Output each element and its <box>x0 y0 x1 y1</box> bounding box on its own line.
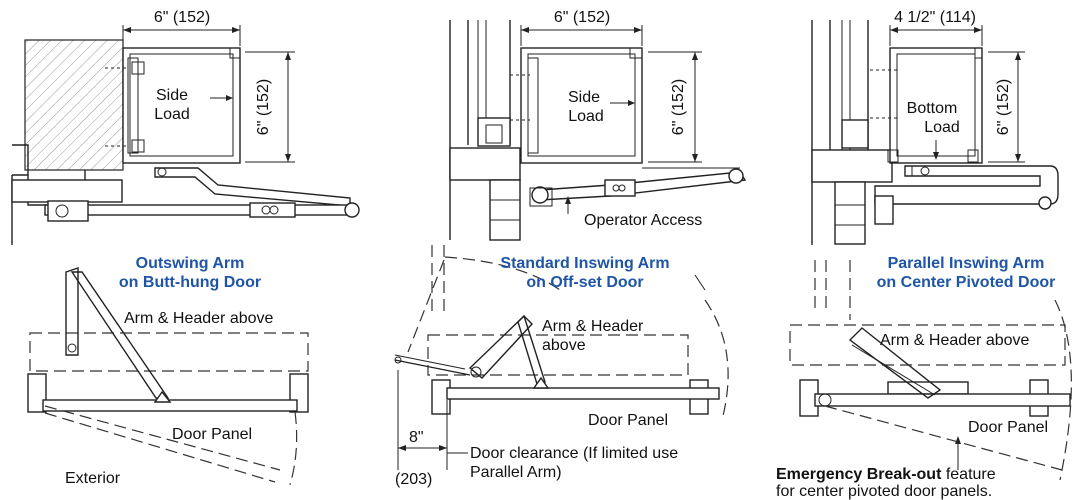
p2-arm-header-line2: above <box>542 337 586 354</box>
p1-door-panel-label: Door Panel <box>172 426 252 443</box>
operator-access-label: Operator Access <box>584 212 702 229</box>
side-load-label-1b: Load <box>154 106 190 123</box>
dim-height-standard: 6" (152) <box>670 79 687 135</box>
dim-height-parallel: 6" (152) <box>995 79 1012 135</box>
bottom-load-label-a: Bottom <box>907 100 958 117</box>
p2-clearance-mm: (203) <box>395 471 432 488</box>
p2-clearance-note-line2: Parallel Arm) <box>470 464 562 481</box>
parallel-title-line2: on Center Pivoted Door <box>877 274 1056 291</box>
p3-note-rest: feature <box>941 466 995 483</box>
standard-title-line2: on Off-set Door <box>526 274 643 291</box>
outswing-plan-drawing <box>27 267 309 486</box>
outswing-title-line1: Outswing Arm <box>136 255 245 272</box>
standard-inswing-plan-drawing <box>394 245 729 470</box>
p1-exterior-label: Exterior <box>65 470 121 487</box>
dim-width-parallel: 4 1/2" (114) <box>894 9 976 26</box>
p3-note-line2: for center pivoted door panels. <box>776 483 992 500</box>
dim-height-outswing: 6" (152) <box>255 79 272 135</box>
side-load-label-2a: Side <box>568 89 600 106</box>
side-load-label-2b: Load <box>568 108 604 125</box>
p3-note-line1: Emergency Break-out feature <box>776 466 996 483</box>
p2-arm-header-line1: Arm & Header <box>542 318 644 335</box>
p1-arm-header-label: Arm & Header above <box>124 310 274 327</box>
standard-inswing-section-drawing <box>449 20 747 241</box>
parallel-title-line1: Parallel Inswing Arm <box>888 255 1045 272</box>
p2-door-panel-label: Door Panel <box>588 412 668 429</box>
bottom-load-label-b: Load <box>924 119 960 136</box>
p3-note-bold: Emergency Break-out <box>776 466 942 483</box>
outswing-title-line2: on Butt-hung Door <box>119 274 261 291</box>
p3-arm-header-label: Arm & Header above <box>880 332 1030 349</box>
dim-width-outswing: 6" (152) <box>154 9 210 26</box>
parallel-inswing-plan-drawing <box>789 260 1072 481</box>
p2-clearance-inches: 8" <box>409 429 424 446</box>
p2-clearance-note-line1: Door clearance (If limited use <box>470 445 678 462</box>
parallel-inswing-section-drawing <box>811 20 1059 245</box>
p3-door-panel-label: Door Panel <box>968 419 1048 436</box>
outswing-section-drawing <box>11 25 360 245</box>
side-load-label-1a: Side <box>156 87 188 104</box>
dim-width-standard: 6" (152) <box>554 9 610 26</box>
standard-title-line1: Standard Inswing Arm <box>500 255 669 272</box>
